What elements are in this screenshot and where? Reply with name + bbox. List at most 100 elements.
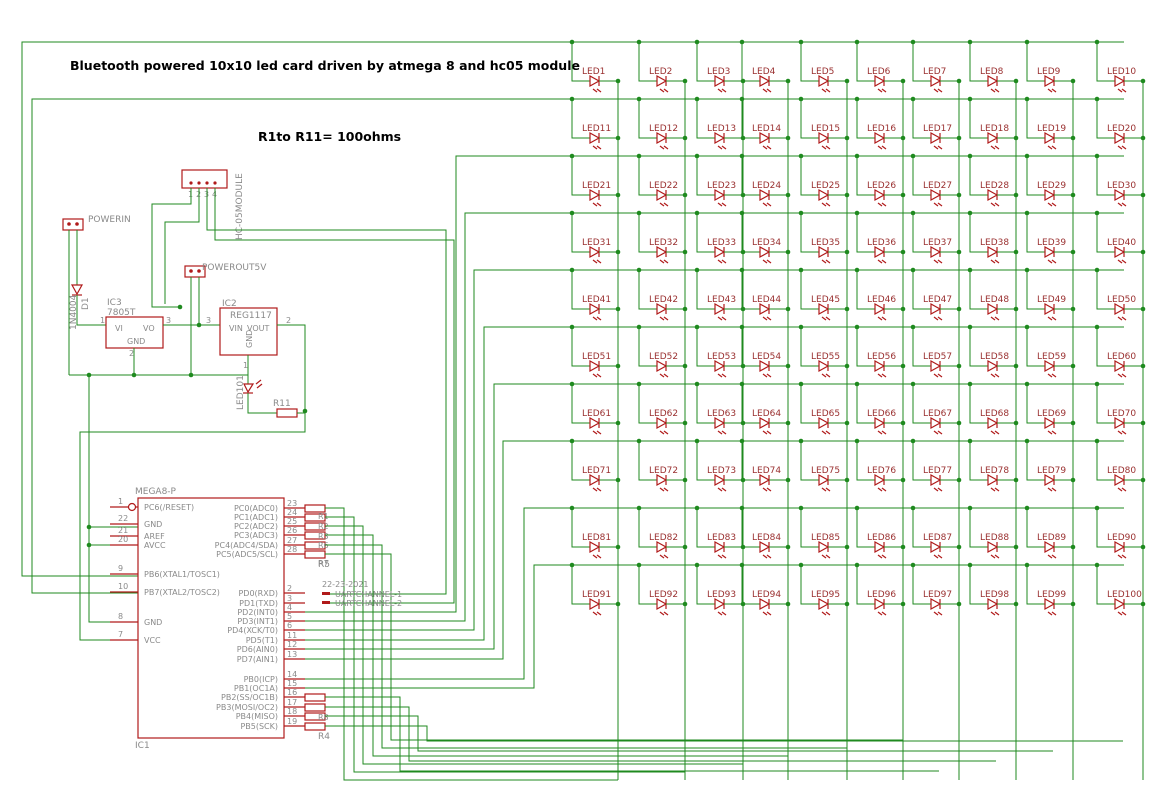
led-label: LED76 <box>867 466 896 476</box>
led-43: LED43 <box>694 267 746 321</box>
led-6: LED6 <box>854 39 906 93</box>
led-label: LED100 <box>1107 590 1142 600</box>
led-20: LED20 <box>1094 96 1146 150</box>
led-49: LED49 <box>1024 267 1076 321</box>
hc05-label: HC-05MODULE <box>235 173 245 240</box>
led-label: LED57 <box>923 352 952 362</box>
led-label: LED28 <box>980 181 1009 191</box>
led-61: LED61 <box>569 381 621 435</box>
pin-number: 23 <box>287 499 297 508</box>
led-19: LED19 <box>1024 96 1076 150</box>
pin-number: 7 <box>118 630 123 639</box>
pin-label: PB5(SCK) <box>240 722 278 731</box>
led-2: LED2 <box>636 39 688 93</box>
ic3-value: 7805T <box>107 308 136 318</box>
led-77: LED77 <box>910 438 962 492</box>
led-label: LED98 <box>980 590 1009 600</box>
led-label: LED16 <box>867 124 896 134</box>
led-label: LED38 <box>980 238 1009 248</box>
led-label: LED62 <box>649 409 678 419</box>
pin-label: PC1(ADC1) <box>234 513 278 522</box>
led-label: LED82 <box>649 533 678 543</box>
led-27: LED27 <box>910 153 962 207</box>
led-label: LED99 <box>1037 590 1066 600</box>
led-label: LED37 <box>923 238 952 248</box>
ic2-vin: VIN <box>229 324 243 333</box>
led-58: LED58 <box>967 324 1019 378</box>
led-55: LED55 <box>798 324 850 378</box>
led-69: LED69 <box>1024 381 1076 435</box>
pin-label: GND <box>144 520 162 529</box>
led-label: LED55 <box>811 352 840 362</box>
pin-label: PB2(SS/OC1B) <box>221 693 278 702</box>
led-41: LED41 <box>569 267 621 321</box>
led-45: LED45 <box>798 267 850 321</box>
led-label: LED52 <box>649 352 678 362</box>
led-label: LED40 <box>1107 238 1136 248</box>
led-label: LED1 <box>582 67 605 77</box>
led-label: LED74 <box>752 466 781 476</box>
led-label: LED96 <box>867 590 896 600</box>
led-79: LED79 <box>1024 438 1076 492</box>
led-label: LED19 <box>1037 124 1066 134</box>
svg-text:3: 3 <box>166 316 171 325</box>
r5-label: R5 <box>318 560 330 570</box>
ic3-gnd: GND <box>127 337 145 346</box>
led-1: LED1 <box>569 39 621 93</box>
led-85: LED85 <box>798 505 850 559</box>
pin-number: 15 <box>287 679 297 688</box>
pin-number: 18 <box>287 707 297 716</box>
uart1-label: UARTCHANNEL-1 <box>335 590 402 599</box>
ic3-name: IC3 <box>107 298 122 308</box>
led-label: LED11 <box>582 124 611 134</box>
led-95: LED95 <box>798 562 850 616</box>
led-13: LED13 <box>694 96 746 150</box>
led-84: LED84 <box>739 505 791 559</box>
mcu-right-pins: 23PC0(ADC0)24PC1(ADC1)25PC2(ADC2)26PC3(A… <box>215 499 305 731</box>
resistor-label: R3 <box>318 532 329 541</box>
led-label: LED10 <box>1107 67 1136 77</box>
led-71: LED71 <box>569 438 621 492</box>
pin-label: PB4(MISO) <box>236 712 278 721</box>
led-73: LED73 <box>694 438 746 492</box>
pin-number: 26 <box>287 526 297 535</box>
led-47: LED47 <box>910 267 962 321</box>
pin-number: 25 <box>287 517 297 526</box>
led-label: LED63 <box>707 409 736 419</box>
uart2-label: UARTCHANNEL-2 <box>335 599 402 608</box>
led-28: LED28 <box>967 153 1019 207</box>
led-label: LED64 <box>752 409 781 419</box>
d1-name: D1 <box>81 297 91 310</box>
led-label: LED20 <box>1107 124 1136 134</box>
r4-label: R4 <box>318 732 330 742</box>
powerout-label: POWEROUT5V <box>202 263 267 273</box>
led-label: LED36 <box>867 238 896 248</box>
led-80: LED80 <box>1094 438 1146 492</box>
led-3: LED3 <box>694 39 746 93</box>
led-label: LED51 <box>582 352 611 362</box>
ic3-vi: VI <box>115 324 123 333</box>
svg-text:2: 2 <box>286 316 291 325</box>
led-60: LED60 <box>1094 324 1146 378</box>
pin-label: PD4(XCK/T0) <box>227 626 278 635</box>
led-34: LED34 <box>739 210 791 264</box>
mcu-ic1: MEGA8-P IC1 1PC6(/RESET)22GND21AREF20AVC… <box>110 487 305 751</box>
resistor-label: R6 <box>318 541 329 550</box>
led-label: LED75 <box>811 466 840 476</box>
pin-number: 10 <box>118 582 128 591</box>
led-91: LED91 <box>569 562 621 616</box>
led-label: LED31 <box>582 238 611 248</box>
led-33: LED33 <box>694 210 746 264</box>
led-87: LED87 <box>910 505 962 559</box>
pin-label: PD6(AIN0) <box>237 645 278 654</box>
power-in-connector: POWERIN <box>62 215 131 375</box>
mcu-name: IC1 <box>135 741 150 751</box>
ic2-gnd: GND <box>245 330 254 348</box>
pin-label: PC6(/RESET) <box>144 503 194 512</box>
led101-label: LED101 <box>236 375 246 410</box>
led-54: LED54 <box>739 324 791 378</box>
led-label: LED24 <box>752 181 781 191</box>
led-98: LED98 <box>967 562 1019 616</box>
